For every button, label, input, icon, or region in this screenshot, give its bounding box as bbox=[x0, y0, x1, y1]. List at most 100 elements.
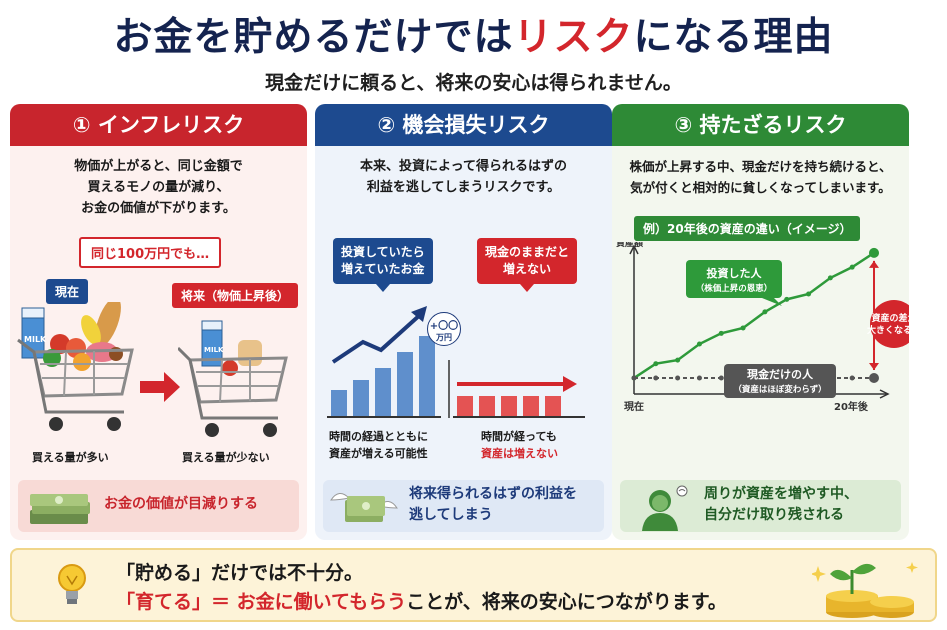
now-label: 現在 bbox=[46, 279, 89, 304]
cap-future: 買える量が少ない bbox=[182, 451, 270, 464]
growth-bar bbox=[353, 380, 369, 416]
cash-point bbox=[696, 375, 702, 381]
invested-point bbox=[740, 325, 746, 331]
invest-bubble-line: 増えていたお金 bbox=[341, 262, 425, 276]
panel-2-bottom: 将来得られるはずの利益を 逃してしまう bbox=[323, 480, 604, 532]
growth-bar bbox=[419, 336, 435, 416]
x-end-label: 20年後 bbox=[834, 400, 869, 413]
flat-bar bbox=[523, 396, 539, 416]
panel-3-bottom-line: 自分だけ取り残される bbox=[704, 507, 844, 523]
panel-1-bottom-text: お金の価値が目減りする bbox=[104, 496, 258, 512]
cap-growth-line: 資産が増える可能性 bbox=[329, 447, 428, 460]
asset-line-chart: 資産額現在20年後資産の差が大きくなる！投資した人（株価上昇の恩恵）現金だけの人… bbox=[616, 242, 909, 413]
page-subtitle: 現金だけに頼ると、将来の安心は得られません。 bbox=[265, 72, 682, 94]
growing-coins-icon bbox=[812, 562, 918, 618]
cash-label-box bbox=[724, 364, 836, 398]
flat-bar bbox=[545, 396, 561, 416]
panel-3-bottom-text: 周りが資産を増やす中、 自分だけ取り残される bbox=[704, 484, 858, 526]
worried-person-icon bbox=[642, 485, 688, 531]
cap-growth-line: 時間の経過とともに bbox=[329, 430, 428, 443]
chart-example-label: 例）20年後の資産の違い（イメージ） bbox=[634, 216, 861, 241]
future-label: 将来（物価上昇後） bbox=[172, 283, 299, 308]
panel-1-description: 物価が上がると、同じ金額で 買えるモノの量が減り、 お金の価値が下がります。 bbox=[10, 156, 307, 219]
invested-label-box bbox=[686, 260, 782, 298]
cap-flat: 時間が経っても 資産は増えない bbox=[481, 428, 558, 462]
cap-flat-line: 資産は増えない bbox=[481, 447, 558, 460]
gain-badge: +〇〇 万円 bbox=[427, 312, 461, 346]
gain-badge-unit: 万円 bbox=[436, 333, 452, 342]
invested-label-pointer bbox=[762, 298, 782, 306]
invest-bubble: 投資していたら 増えていたお金 bbox=[333, 238, 433, 292]
panel-3-bottom: 周りが資産を増やす中、 自分だけ取り残される bbox=[620, 480, 901, 532]
gap-arrow-top bbox=[869, 260, 879, 268]
panel-3-description: 株価が上昇する中、現金だけを持ち続けると、 気が付くと相対的に貧しくなってしまい… bbox=[612, 156, 909, 198]
sparse-cart-icon: MILK bbox=[178, 320, 288, 437]
panel-1-desc-line: お金の価値が下がります。 bbox=[81, 201, 236, 216]
page-title: お金を貯めるだけではリスクになる理由 bbox=[0, 6, 947, 62]
invested-series-note: （株価上昇の恩恵） bbox=[696, 283, 773, 294]
invested-point bbox=[827, 275, 833, 281]
panel-1-desc-line: 買えるモノの量が減り、 bbox=[87, 180, 230, 195]
panel-2-description: 本来、投資によって得られるはずの 利益を逃してしまうリスクです。 bbox=[315, 156, 612, 198]
gain-badge-amount: +〇〇 bbox=[429, 321, 459, 332]
cash-bubble-line: 現金のままだと bbox=[485, 245, 570, 259]
panel-3-heading: ③ 持たざるリスク bbox=[612, 104, 909, 146]
panel-2-bottom-text: 将来得られるはずの利益を 逃してしまう bbox=[409, 484, 577, 526]
right-arrow-icon bbox=[140, 372, 180, 402]
conclusion-banner: 「貯める」だけでは不十分。 「育てる」＝ お金に働いてもらうことが、将来の安心に… bbox=[10, 548, 937, 622]
invested-point bbox=[806, 291, 812, 297]
lightbulb-icon bbox=[58, 564, 86, 604]
panel-1-heading: ① インフレリスク bbox=[10, 104, 307, 146]
gap-label-2: 大きくなる！ bbox=[867, 324, 909, 336]
cap-growth: 時間の経過とともに 資産が増える可能性 bbox=[329, 428, 428, 462]
flying-money-icon bbox=[330, 493, 398, 522]
cash-point bbox=[849, 375, 855, 381]
panel-not-having-risk: ③ 持たざるリスク 株価が上昇する中、現金だけを持ち続けると、 気が付くと相対的… bbox=[612, 104, 909, 540]
flat-arrow-head bbox=[563, 376, 577, 392]
title-part2: になる理由 bbox=[633, 15, 834, 60]
conclusion-rest: ことが、将来の安心につながります。 bbox=[406, 591, 727, 613]
invested-point bbox=[675, 357, 681, 363]
money-stack-icon bbox=[30, 494, 90, 524]
cash-point bbox=[869, 373, 879, 383]
panel-2-heading: ② 機会損失リスク bbox=[315, 104, 612, 146]
gap-badge bbox=[870, 300, 909, 348]
panel-1-bottom: お金の価値が目減りする bbox=[18, 480, 299, 532]
flat-bar bbox=[479, 396, 495, 416]
opportunity-bar-chart bbox=[327, 306, 585, 418]
invested-point bbox=[718, 330, 724, 336]
panel-3-desc-line: 気が付くと相対的に貧しくなってしまいます。 bbox=[630, 180, 891, 195]
x-axis-arrow bbox=[879, 389, 890, 399]
cash-point bbox=[718, 375, 724, 381]
gap-label-1: 資産の差が bbox=[871, 312, 909, 324]
cash-point bbox=[653, 375, 659, 381]
invest-bubble-line: 投資していたら bbox=[341, 245, 425, 259]
cap-now: 買える量が多い bbox=[32, 451, 109, 464]
cash-bubble: 現金のままだと 増えない bbox=[477, 238, 578, 292]
svg-text:MILK: MILK bbox=[24, 335, 47, 344]
panel-2-bottom-line: 将来得られるはずの利益を bbox=[409, 486, 577, 502]
invested-point bbox=[869, 247, 879, 258]
invested-point bbox=[696, 341, 702, 347]
conclusion-emphasis: 「育てる」＝ お金に働いてもらう bbox=[116, 591, 407, 613]
svg-text:MILK: MILK bbox=[204, 346, 224, 354]
title-accent: リスク bbox=[513, 15, 634, 60]
invested-series-name: 投資した人 bbox=[707, 266, 763, 280]
invested-point bbox=[784, 296, 790, 302]
flat-bar bbox=[501, 396, 517, 416]
panel-2-desc-line: 利益を逃してしまうリスクです。 bbox=[366, 180, 561, 195]
invested-point bbox=[653, 361, 659, 367]
conclusion-line-2: 「育てる」＝ お金に働いてもらうことが、将来の安心につながります。 bbox=[116, 587, 727, 614]
growth-arrow-head bbox=[411, 306, 427, 322]
cash-bubble-line: 増えない bbox=[503, 262, 552, 276]
full-cart-icon: MILK bbox=[17, 302, 134, 431]
growth-bar bbox=[375, 368, 391, 416]
same-amount-note: 同じ100万円でも… bbox=[79, 237, 222, 268]
invested-series-line bbox=[633, 251, 875, 380]
title-part1: お金を貯めるだけでは bbox=[113, 15, 514, 60]
invested-point bbox=[849, 264, 855, 270]
growth-bar bbox=[331, 390, 347, 416]
y-axis-label: 資産額 bbox=[616, 242, 643, 249]
cash-point bbox=[631, 375, 637, 381]
panel-opportunity-loss-risk: ② 機会損失リスク 本来、投資によって得られるはずの 利益を逃してしまうリスクで… bbox=[315, 104, 612, 540]
